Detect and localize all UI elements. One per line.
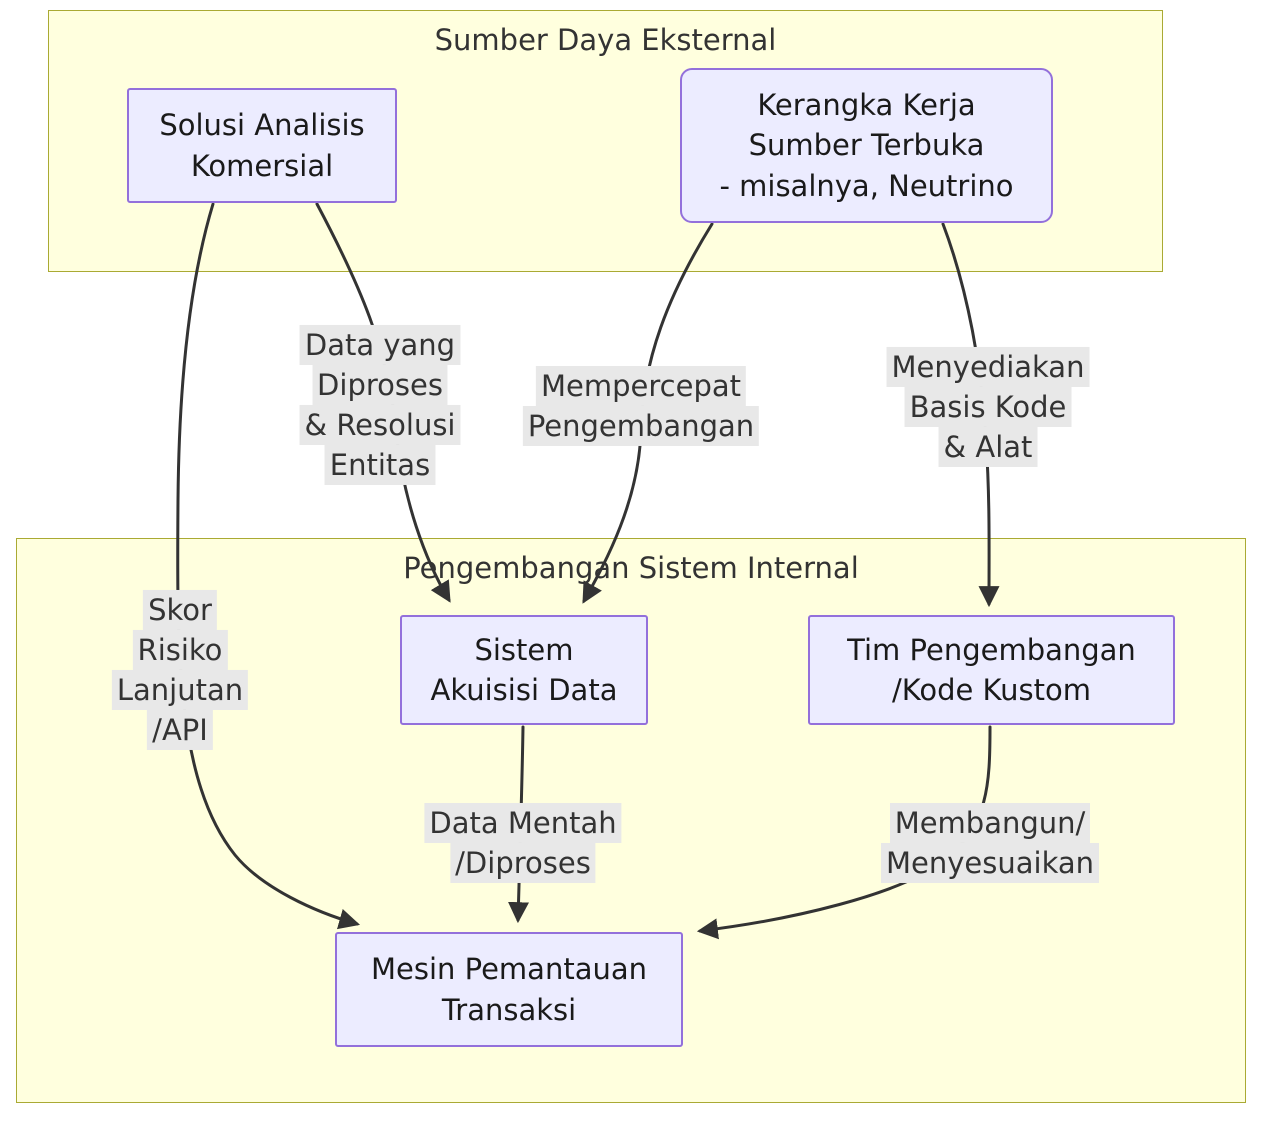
node-open-source-framework: Kerangka Kerja Sumber Terbuka - misalnya…: [680, 68, 1053, 223]
node-transaction-monitoring-engine: Mesin Pemantauan Transaksi: [335, 932, 683, 1047]
node-development-team-line: Tim Pengembangan: [847, 632, 1136, 667]
node-open-source-line: Kerangka Kerja: [757, 88, 976, 123]
node-open-source-line: - misalnya, Neutrino: [719, 168, 1014, 203]
edge-label-line: /API: [147, 710, 213, 751]
edge-label-line: Membangun/: [889, 802, 1091, 843]
node-monitoring-line: Transaksi: [441, 992, 577, 1027]
edge-label-accelerate-development: Mempercepat Pengembangan: [522, 365, 760, 447]
edge-label-raw-processed-data: Data Mentah /Diproses: [424, 802, 622, 884]
edge-label-line: Mempercepat: [536, 365, 746, 406]
edge-label-line: Skor: [143, 589, 217, 630]
node-data-acquisition-line: Sistem: [474, 632, 574, 667]
node-open-source-line: Sumber Terbuka: [748, 128, 985, 163]
edge-label-line: Data Mentah: [424, 802, 622, 843]
node-data-acquisition-line: Akuisisi Data: [430, 673, 618, 707]
edge-label-line: Pengembangan: [522, 406, 760, 447]
node-commercial-analytics: Solusi Analisis Komersial: [127, 88, 397, 203]
node-monitoring-line: Mesin Pemantauan: [371, 952, 647, 987]
edge-label-line: Menyediakan: [886, 346, 1090, 387]
node-development-team-line: /Kode Kustom: [892, 673, 1091, 707]
edge-commercial-to-monitoring: [176, 202, 361, 930]
edge-label-build-customize: Membangun/ Menyesuaikan: [881, 802, 1099, 884]
edge-label-risk-score-api: Skor Risiko Lanjutan /API: [111, 589, 249, 751]
node-commercial-line: Solusi Analisis: [159, 108, 365, 143]
edge-label-line: Diproses: [312, 364, 448, 405]
edge-label-line: Menyesuaikan: [881, 843, 1099, 884]
edge-label-processed-data: Data yang Diproses & Resolusi Entitas: [299, 324, 461, 486]
edge-label-line: Basis Kode: [904, 386, 1072, 428]
node-development-team: Tim Pengembangan /Kode Kustom: [808, 615, 1175, 725]
edge-label-line: & Resolusi: [299, 405, 461, 446]
edge-label-line: Risiko: [132, 629, 228, 670]
edge-label-line: Entitas: [324, 445, 436, 486]
edge-label-line: Lanjutan: [111, 670, 249, 711]
edge-label-line: Data yang: [299, 324, 461, 365]
edge-label-codebase-tools: Menyediakan Basis Kode & Alat: [886, 346, 1090, 468]
edge-label-line: & Alat: [938, 427, 1038, 468]
node-data-acquisition-system: Sistem Akuisisi Data: [400, 615, 648, 725]
edge-label-line: /Diproses: [450, 843, 596, 884]
node-commercial-line: Komersial: [190, 148, 334, 183]
